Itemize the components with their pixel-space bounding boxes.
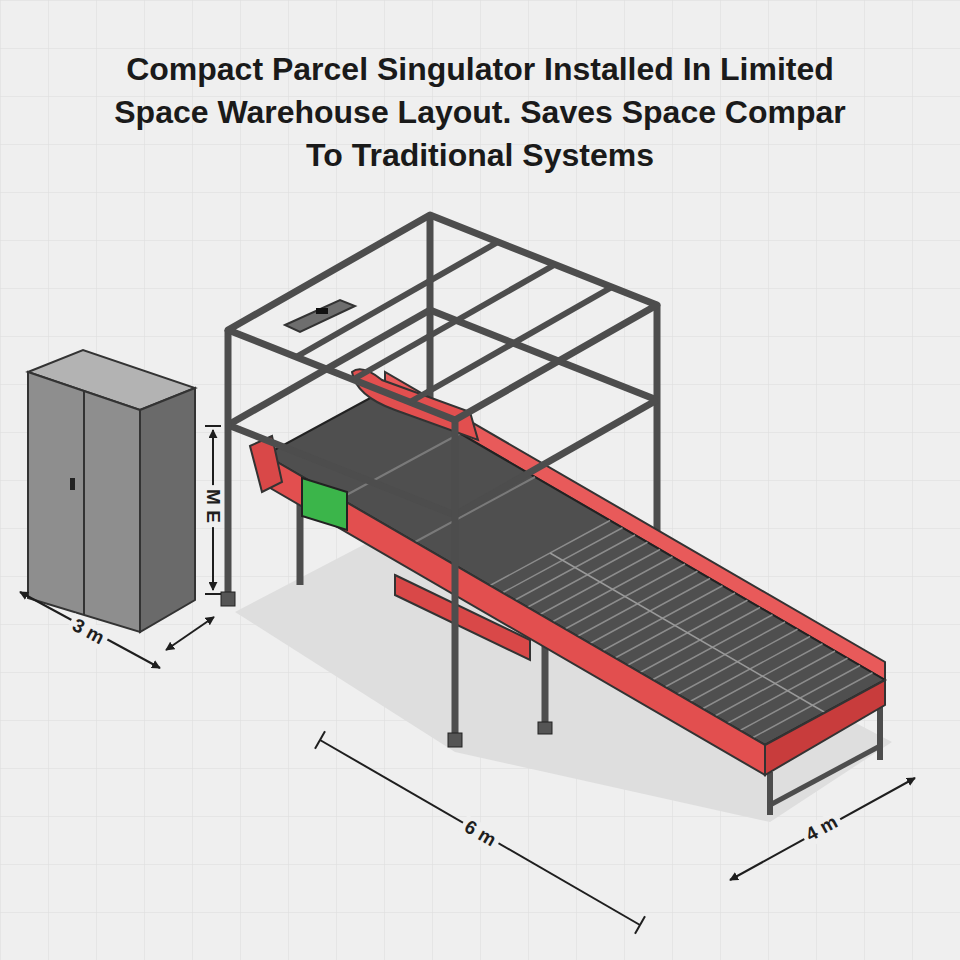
- display-screen: [302, 478, 347, 530]
- frame-post: [225, 330, 232, 600]
- cabinet-front: [28, 372, 140, 632]
- dimension-tick: [205, 425, 221, 427]
- dimension-label: 3 m: [65, 613, 111, 651]
- frame-crossbeam: [410, 287, 612, 402]
- title: Compact Parcel Singulator Installed In L…: [100, 48, 860, 177]
- dimension-line: [166, 617, 214, 650]
- belt-center-line: [550, 553, 825, 713]
- conveyor-leg: [767, 772, 773, 815]
- conveyor-near-rail: [265, 455, 765, 775]
- frame-beam: [228, 425, 455, 515]
- post-foot: [221, 592, 235, 606]
- dimension-line: [320, 740, 640, 925]
- dimension-tick: [635, 916, 645, 933]
- dimension-label: 4 m: [799, 810, 845, 848]
- camera-unit: [316, 308, 328, 314]
- frame-beam: [455, 400, 657, 515]
- cabinet-side: [140, 388, 195, 632]
- frame-top: [228, 215, 657, 420]
- lower-red-beam: [395, 575, 530, 660]
- frame-crossbeam: [353, 265, 555, 380]
- conveyor-leg: [542, 645, 549, 730]
- conveyor-belt: [265, 390, 885, 745]
- conveyor-leg: [877, 702, 883, 760]
- frame-post: [452, 420, 459, 740]
- dimension-label: 6 m: [457, 815, 503, 853]
- dimension-line: [20, 592, 160, 668]
- frame-crossbeam: [296, 242, 498, 357]
- dimension-line: [730, 778, 915, 880]
- post-foot: [538, 722, 552, 734]
- conveyor-end-face: [765, 680, 885, 775]
- cabinet-door-split: [83, 391, 85, 615]
- post-foot: [448, 733, 462, 747]
- cabinet-handle: [70, 478, 75, 490]
- dimension-label: M E: [203, 485, 224, 527]
- dimension-tick: [205, 593, 221, 595]
- dimension-tick: [315, 731, 325, 748]
